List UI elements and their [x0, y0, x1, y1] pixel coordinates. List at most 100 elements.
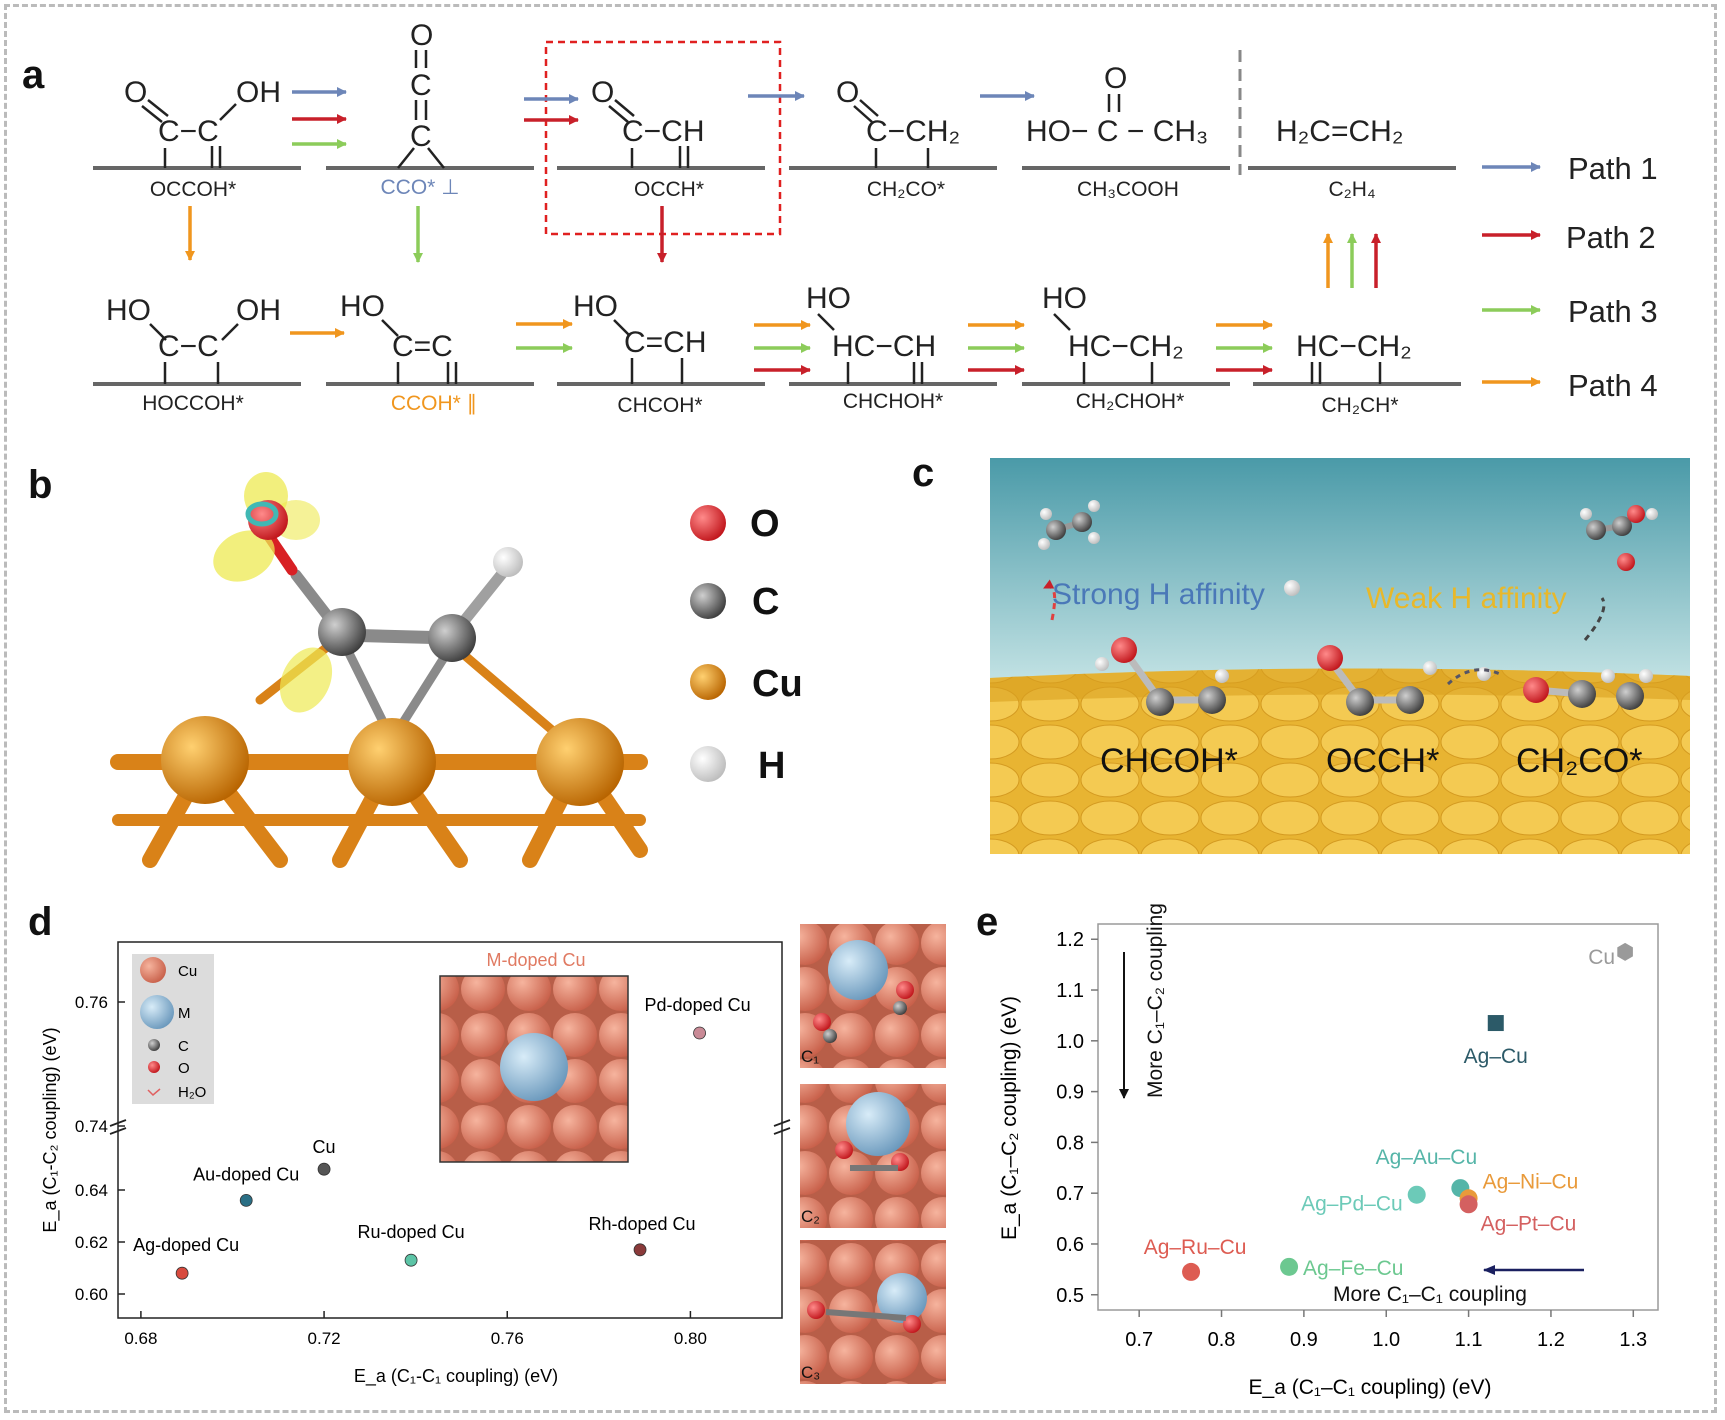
legend-path-2: Path 2: [1566, 220, 1656, 255]
species-label-ch3cooh: CH₃COOH: [1077, 178, 1179, 201]
d-ytick-label: 0.62: [75, 1233, 108, 1252]
s3-cch: C−CH: [622, 115, 705, 148]
d-ytick-label: 0.64: [75, 1181, 108, 1200]
panel-b-molecule-render: O C Cu H: [110, 472, 803, 868]
side-label-c2: C₂: [801, 1207, 820, 1226]
d-ytick-label: 0.60: [75, 1285, 108, 1304]
panel-c-surface-illustration: Strong H affinity Weak H affinity CHCOH*…: [990, 458, 1690, 854]
b1-cc: C−C: [158, 330, 219, 363]
d-point-ru-doped-cu: [404, 1253, 418, 1267]
legend-atom-h-icon: [690, 746, 726, 782]
species-ch2co: CH₂CO*: [1516, 742, 1643, 780]
figure-frame: [4, 4, 1717, 1413]
d-point-label-au-doped-cu: Au-doped Cu: [193, 1164, 299, 1184]
legend-c: C: [178, 1038, 189, 1055]
d-point-label-ag-doped-cu: Ag-doped Cu: [133, 1235, 239, 1255]
d-point-rh-doped-cu: [633, 1243, 647, 1257]
weak-h-affinity: Weak H affinity: [1366, 582, 1567, 615]
e-point-label-ag-fe-cu: Ag–Fe–Cu: [1303, 1257, 1403, 1280]
e-point-label-ag-ni-cu: Ag–Ni–Cu: [1483, 1170, 1579, 1193]
legend-atom-cu-icon: [690, 664, 726, 700]
d-xtick-label: 0.68: [124, 1329, 157, 1348]
strong-h-affinity: Strong H affinity: [1052, 578, 1265, 611]
legend-m: M: [178, 1005, 191, 1022]
e-ytick-label: 0.5: [1056, 1285, 1084, 1307]
species-chcoh: CHCOH*: [1100, 742, 1238, 780]
d-xtick-label: 0.76: [491, 1329, 524, 1348]
b3-c: C=CH: [624, 326, 707, 359]
s1-oh: OH: [236, 76, 281, 109]
gas-molecule-left: [1038, 500, 1100, 550]
e-point-ag-pd-cu: [1407, 1185, 1426, 1204]
d-point-cu: [317, 1162, 331, 1176]
panel-d-ylabel: E_a (C₁-C₂ coupling) (eV): [40, 1027, 61, 1232]
b2-ho: HO: [340, 290, 385, 323]
panel-label-b: b: [28, 463, 52, 507]
d-xtick-label: 0.80: [674, 1329, 707, 1348]
inset-dopant-atom: [500, 1033, 568, 1101]
e-point-ag-cu: [1487, 1015, 1504, 1032]
e-point-ag-pt-cu: [1459, 1195, 1478, 1214]
s6-main: H₂C=CH₂: [1276, 115, 1403, 148]
legend-atom-o: O: [750, 503, 780, 545]
s1-cc: C−C: [158, 115, 219, 148]
s1-o: O: [124, 76, 147, 109]
d-point-label-rh-doped-cu: Rh-doped Cu: [589, 1214, 696, 1234]
gas-molecule-right: [1580, 505, 1658, 571]
legend-atom-h: H: [758, 745, 785, 787]
s2-o: O: [410, 19, 433, 52]
species-label-hoccoh: HOCCOH*: [142, 392, 244, 415]
b1-ho: HO: [106, 294, 151, 327]
e-point-label-ag-cu: Ag–Cu: [1464, 1045, 1528, 1068]
d-point-label-cu: Cu: [313, 1137, 336, 1157]
legend-cu: Cu: [178, 963, 197, 980]
d-point-ag-doped-cu: [175, 1266, 189, 1280]
d-point-pd-doped-cu: [693, 1026, 706, 1040]
species-label-chcoh: CHCOH*: [617, 394, 702, 417]
side-label-c1: C₁: [801, 1047, 819, 1066]
legend-path-4: Path 4: [1568, 368, 1658, 403]
b3-ho: HO: [573, 290, 618, 323]
species-label-ccoh: CCOH* ∥: [391, 392, 477, 415]
e-ytick-label: 1.0: [1056, 1031, 1084, 1053]
b5-c: HC−CH₂: [1068, 330, 1184, 363]
species-label-ch2co: CH₂CO*: [867, 178, 945, 201]
d-xtick-label: 0.72: [308, 1329, 341, 1348]
panel-label-e: e: [976, 900, 998, 944]
e-point-label-ag-au-cu: Ag–Au–Cu: [1376, 1146, 1478, 1169]
e-xtick-label: 1.2: [1537, 1329, 1565, 1351]
b6-c: HC−CH₂: [1296, 330, 1412, 363]
panel-e-data-marks: CuAg–CuAg–Au–CuAg–Ni–CuAg–Pt–CuAg–Pd–CuA…: [1144, 942, 1633, 1281]
d-point-au-doped-cu: [239, 1194, 253, 1207]
legend-atom-c: C: [752, 581, 779, 623]
b4-c: HC−CH: [832, 330, 936, 363]
e-point-label-ag-pt-cu: Ag–Pt–Cu: [1481, 1212, 1577, 1235]
species-label-chchoh: CHCHOH*: [843, 390, 943, 413]
legend-atom-o-icon: [690, 505, 726, 541]
panel-label-d: d: [28, 900, 52, 944]
b1-oh: OH: [236, 294, 281, 327]
d-ytick-label: 0.74: [75, 1117, 108, 1136]
e-xtick-label: 0.7: [1125, 1329, 1153, 1351]
s3-o: O: [591, 76, 614, 109]
species-label-ch2choh: CH₂CHOH*: [1076, 390, 1185, 413]
panel-label-a: a: [22, 53, 45, 97]
e-xtick-label: 0.9: [1290, 1329, 1318, 1351]
e-xtick-label: 1.3: [1619, 1329, 1647, 1351]
path-legend: Path 1 Path 2 Path 3 Path 4: [1482, 151, 1658, 403]
legend-atom-c-icon: [690, 583, 726, 619]
panel-d-axis-ticks: 0.68 0.72 0.76 0.80 0.60 0.62 0.64 0.74 0.76: [75, 993, 707, 1348]
e-point-ag-fe-cu: [1280, 1257, 1299, 1276]
e-point-cu: [1617, 942, 1633, 961]
d-ytick-label: 0.76: [75, 993, 108, 1012]
panel-label-c: c: [912, 451, 934, 495]
side-label-c3: C₃: [801, 1363, 820, 1382]
e-xtick-label: 1.1: [1455, 1329, 1483, 1351]
e-point-ag-ru-cu: [1182, 1262, 1201, 1281]
legend-o: O: [178, 1060, 190, 1077]
legend-path-1: Path 1: [1568, 151, 1658, 186]
